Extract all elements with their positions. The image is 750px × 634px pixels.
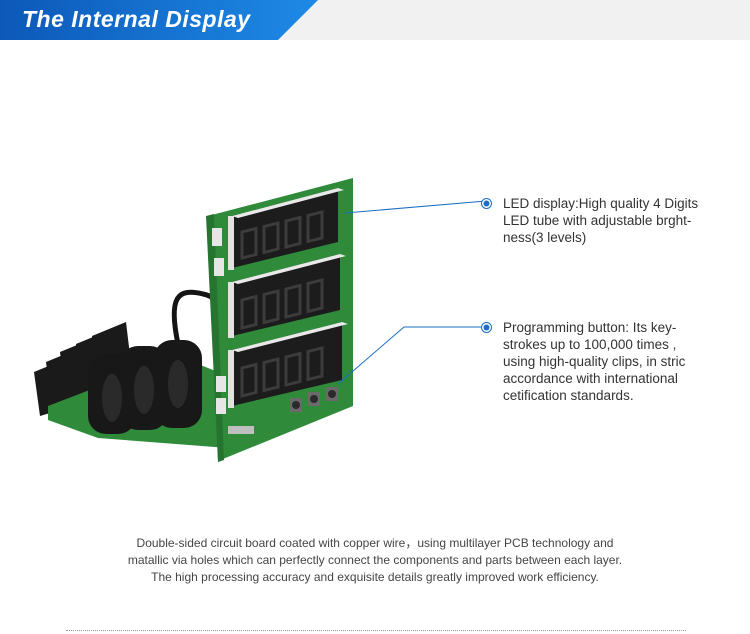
caption-line: matallic via holes which can perfectly c… [127,553,623,567]
bullet-dot-icon [481,322,492,333]
callout-line: cetification standards. [503,388,634,403]
callout-programming-button: Programming button: Its key- strokes up … [481,319,686,404]
led-digits [240,210,324,398]
programming-buttons [290,387,338,412]
caption-line: Double-sided circuit board coated with c… [136,536,614,550]
bottom-divider [66,630,686,631]
callout-line: LED tube with adjustable brght- [503,213,692,228]
caption-line: The high processing accuracy and exquisi… [151,570,599,584]
bullet-dot-icon [481,198,492,209]
callout-line: accordance with international [503,371,678,386]
circuit-board-image [34,178,353,462]
callout-line: ness(3 levels) [503,230,587,245]
callout-line: Programming button: Its key- [503,320,677,335]
description-caption: Double-sided circuit board coated with c… [0,535,750,586]
page-title: The Internal Display [22,6,251,32]
callout-line: LED display:High quality 4 Digits [503,196,699,211]
title-banner: The Internal Display [0,0,318,40]
callout-line: strokes up to 100,000 times , [503,337,677,352]
callout-line: using high-quality clips, in stric [503,354,686,369]
callout-led-display: LED display:High quality 4 Digits LED tu… [481,195,699,246]
